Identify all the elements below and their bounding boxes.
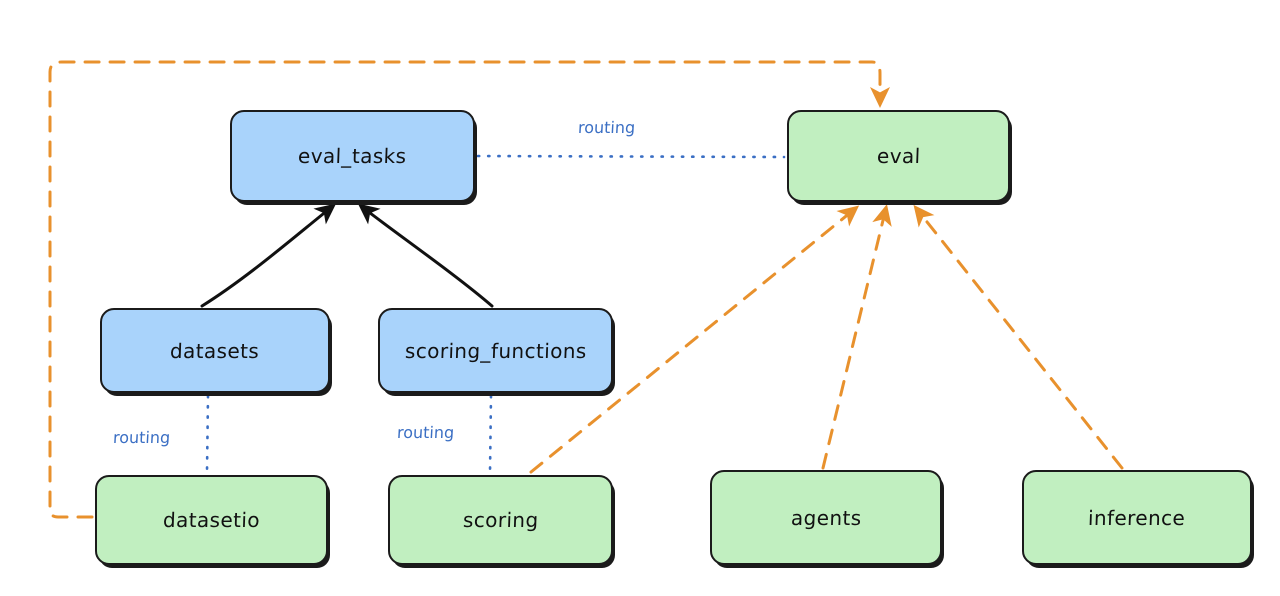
- edge-scoring-functions-to-scoring: [488, 394, 493, 475]
- node-datasetio-label: datasetio: [162, 508, 261, 532]
- node-agents-label: agents: [790, 505, 862, 530]
- node-scoring-functions-label: scoring_functions: [404, 338, 587, 363]
- edge-agents-to-eval: [821, 204, 892, 470]
- node-datasets[interactable]: datasets: [100, 308, 330, 393]
- edge-scoring-to-eval: [529, 205, 860, 474]
- node-eval[interactable]: eval: [787, 110, 1010, 202]
- edge-datasets-to-eval-tasks: [200, 203, 337, 308]
- node-scoring[interactable]: scoring: [388, 475, 613, 565]
- node-eval-label: eval: [876, 144, 921, 168]
- edge-scoring-functions-to-eval-tasks: [357, 203, 494, 308]
- edge-label-routing-scoring-functions-scoring: routing: [396, 423, 455, 442]
- node-inference[interactable]: inference: [1022, 470, 1252, 565]
- node-datasetio[interactable]: datasetio: [95, 475, 328, 565]
- node-eval-tasks-label: eval_tasks: [297, 144, 408, 168]
- node-scoring-label: scoring: [462, 508, 539, 532]
- node-inference-label: inference: [1087, 505, 1187, 530]
- edge-datasets-to-datasetio: [205, 394, 210, 474]
- node-scoring-functions[interactable]: scoring_functions: [378, 308, 613, 393]
- node-eval-tasks[interactable]: eval_tasks: [230, 110, 475, 202]
- node-datasets-label: datasets: [169, 338, 261, 363]
- edge-label-routing-eval-tasks-eval: routing: [577, 118, 636, 137]
- edge-label-routing-datasets-datasetio: routing: [112, 428, 171, 447]
- edge-eval-tasks-to-eval: [476, 154, 786, 159]
- edge-inference-to-eval: [913, 204, 1124, 470]
- node-agents[interactable]: agents: [710, 470, 942, 565]
